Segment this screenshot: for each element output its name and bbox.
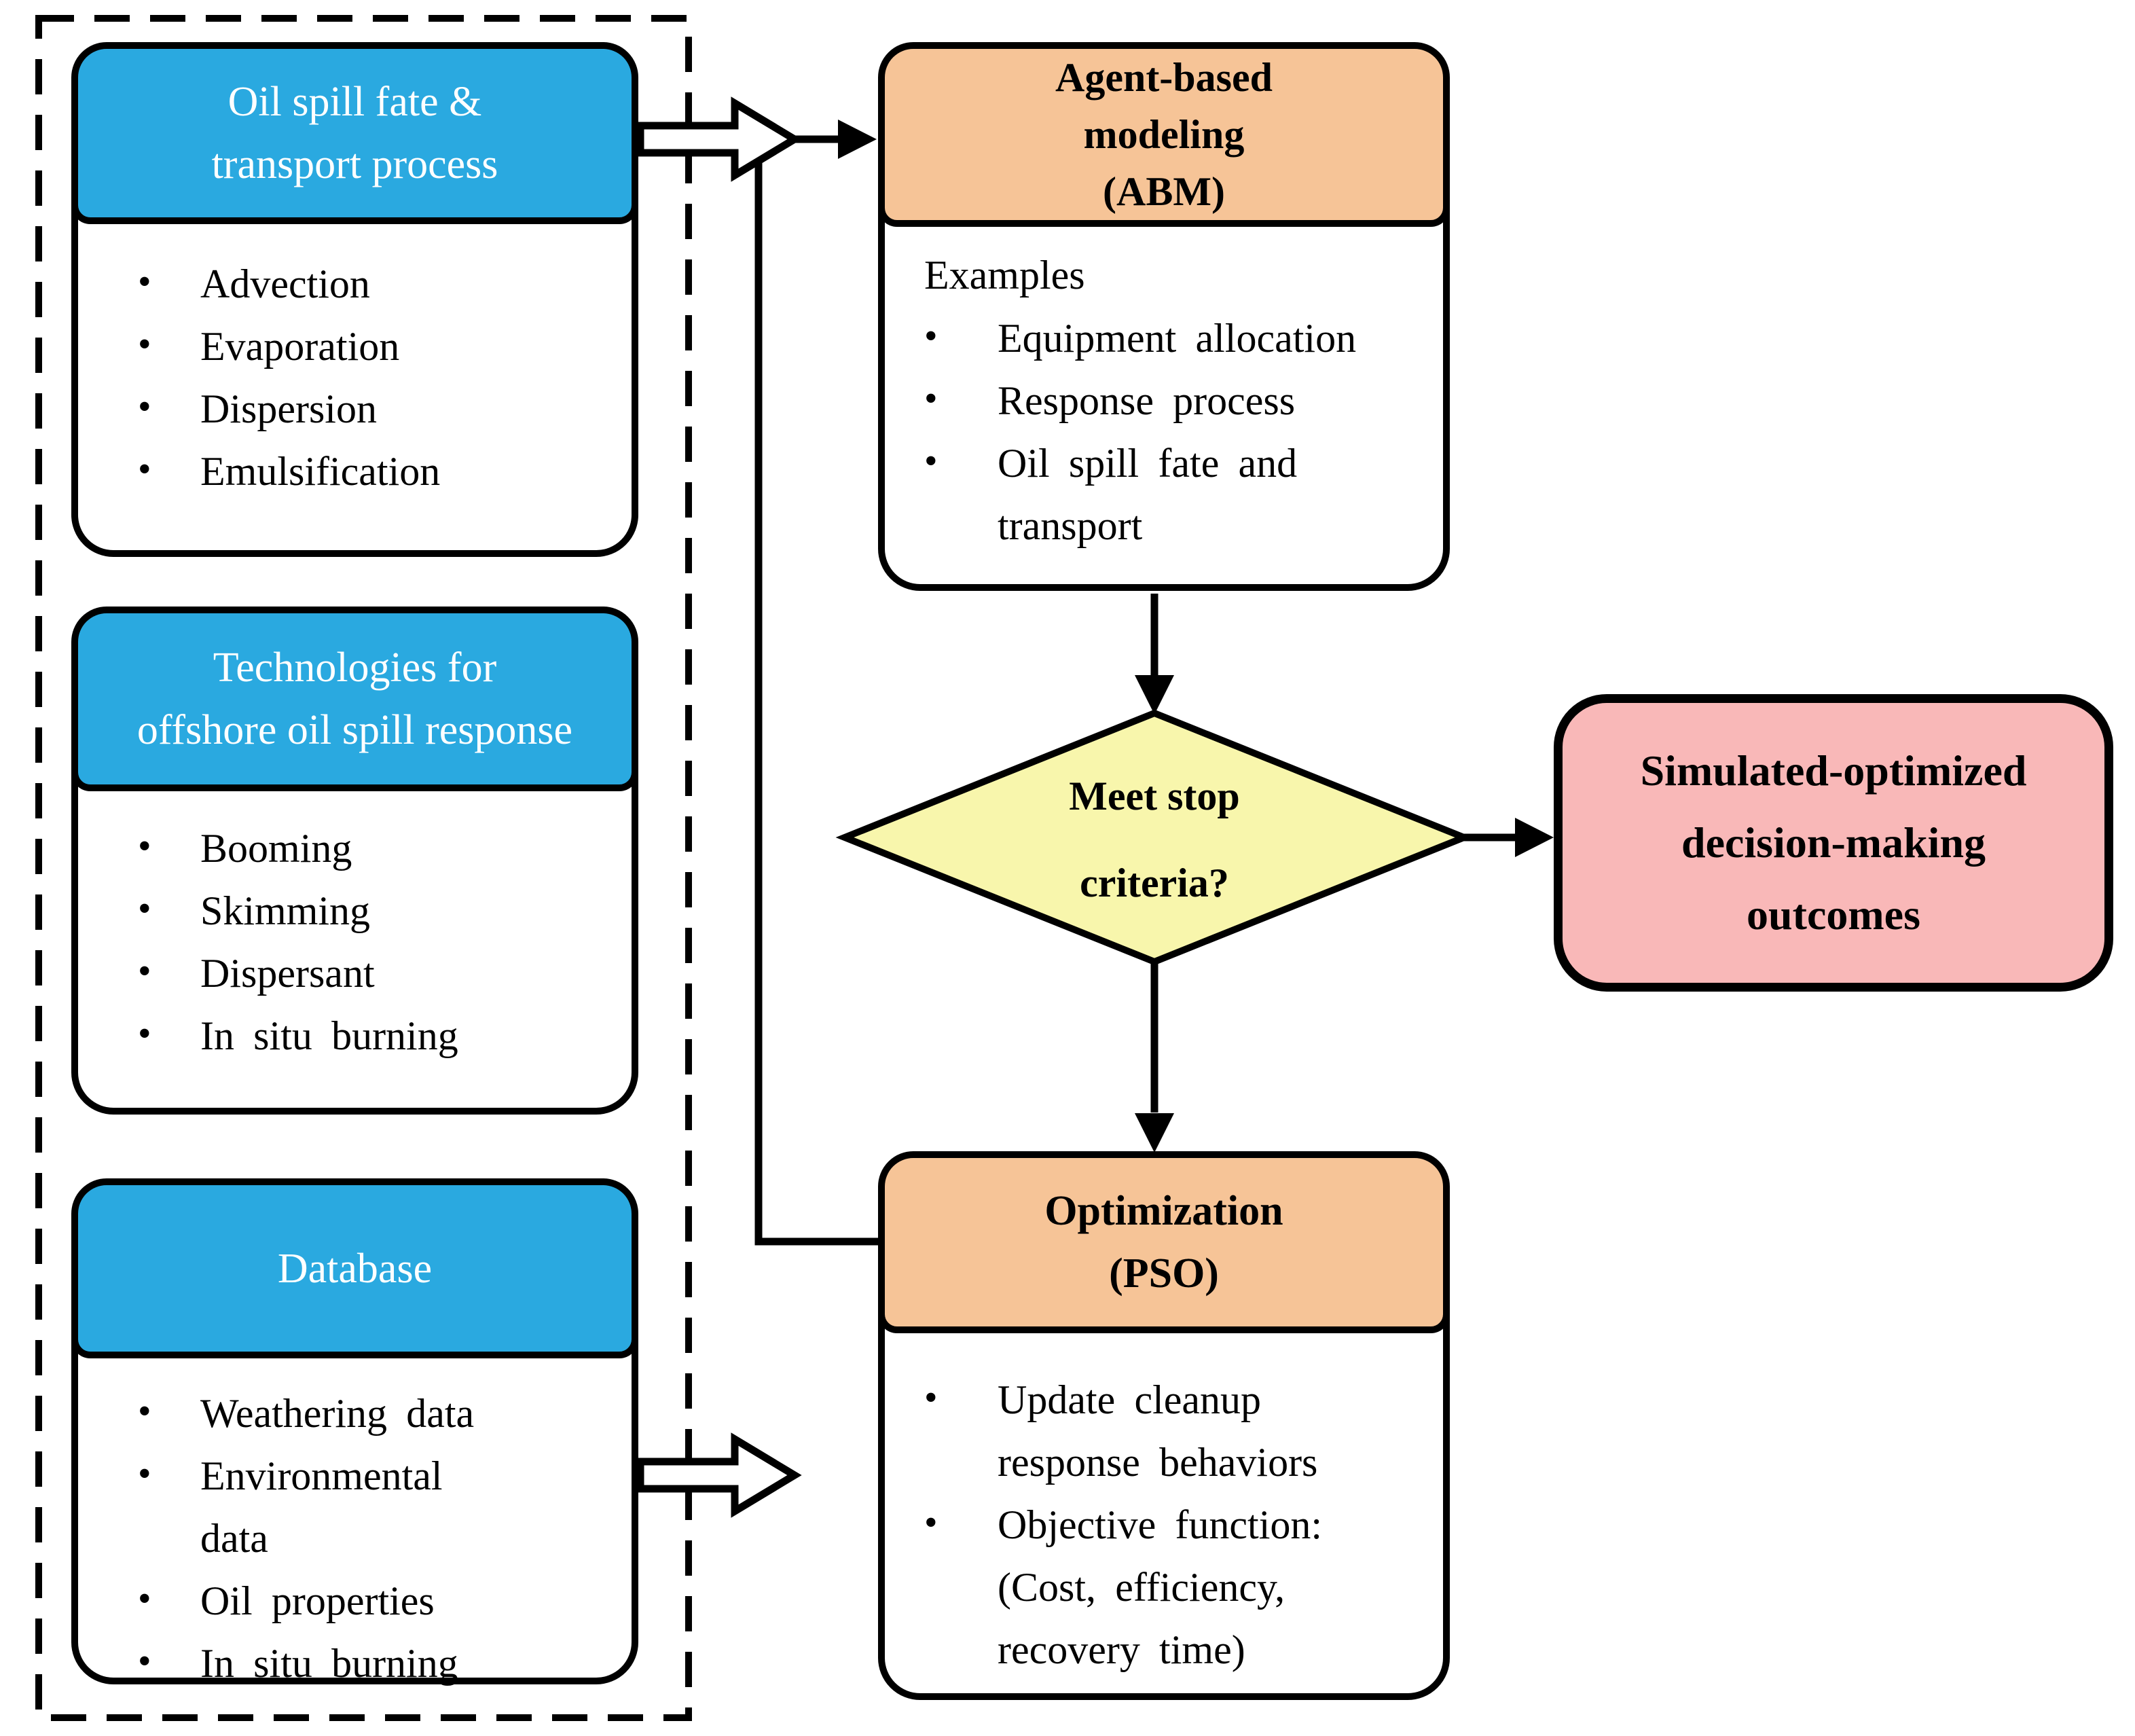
node-title-line: Optimization [1044,1188,1283,1234]
outcome-node: Simulated-optimized decision-making outc… [1554,694,2113,992]
list-item: Skimming [138,878,611,942]
technologies-bullet-list: Booming Skimming Dispersant In situ burn… [138,815,611,1067]
list-item: In situ burning [138,1630,611,1695]
feedback-flow-line [754,135,879,1246]
list-item: Oil spill fate and transport [924,430,1429,557]
node-title-line: transport process [211,141,498,187]
block-arrow-database-icon [636,1432,802,1518]
arrow-into-abm-icon [838,120,877,159]
list-item: Dispersant [138,940,611,1005]
list-item: Response process [924,367,1429,432]
arrow-into-outcome-icon [1515,818,1554,857]
pso-bullet-list: Update cleanup response behaviors Object… [924,1367,1429,1681]
abm-node-header: Agent-based modeling (ABM) [878,42,1450,227]
abm-node: Agent-based modeling (ABM) Examples Equi… [878,42,1450,591]
node-title-line: offshore oil spill response [136,707,573,753]
oil-spill-bullet-list: Advection Evaporation Dispersion Emulsif… [138,251,611,503]
database-bullet-list: Weathering data Environmental data Oil p… [138,1380,611,1695]
node-title-line: Oil spill fate & [227,79,482,125]
node-title-line: (PSO) [1109,1250,1219,1297]
node-title-line: (ABM) [1103,169,1225,214]
list-item: Dispersion [138,376,611,440]
decision-diamond-shape [835,709,1474,966]
list-item: Update cleanup response behaviors [924,1367,1429,1494]
node-title-line: Database [277,1245,433,1292]
abm-examples-label: Examples [924,253,1085,297]
list-item: Advection [138,251,611,315]
list-item: In situ burning [138,1002,611,1067]
list-item: Environmental data [138,1443,611,1570]
list-item: Emulsification [138,438,611,503]
database-node-header: Database [71,1178,638,1358]
node-title-line: Technologies for [213,645,497,691]
pso-node-header: Optimization (PSO) [878,1151,1450,1333]
block-arrow-oil-spill-icon [636,96,802,182]
list-item: Booming [138,815,611,880]
abm-bullet-list: Equipment allocation Response process Oi… [924,305,1429,557]
arrow-into-pso-icon [1135,1113,1174,1153]
database-node: Database Weathering data Environmental d… [71,1178,638,1693]
list-item: Oil properties [138,1568,611,1632]
list-item: Equipment allocation [924,305,1429,369]
decision-diamond-label: Meet stop criteria? [1069,774,1240,905]
technologies-node: Technologies for offshore oil spill resp… [71,607,638,1115]
node-title-line: modeling [1083,112,1245,157]
input-group-outline [35,15,692,1721]
oil-spill-node: Oil spill fate & transport process Advec… [71,42,638,557]
list-item: Objective function: (Cost, efficiency, r… [924,1491,1429,1681]
node-title-line: Agent-based [1055,55,1273,100]
technologies-node-header: Technologies for offshore oil spill resp… [71,607,638,791]
oil-spill-node-header: Oil spill fate & transport process [71,42,638,224]
list-item: Weathering data [138,1380,611,1445]
arrow-into-decision-icon [1135,675,1174,715]
list-item: Evaporation [138,313,611,378]
pso-node: Optimization (PSO) Update cleanup respon… [878,1151,1450,1700]
